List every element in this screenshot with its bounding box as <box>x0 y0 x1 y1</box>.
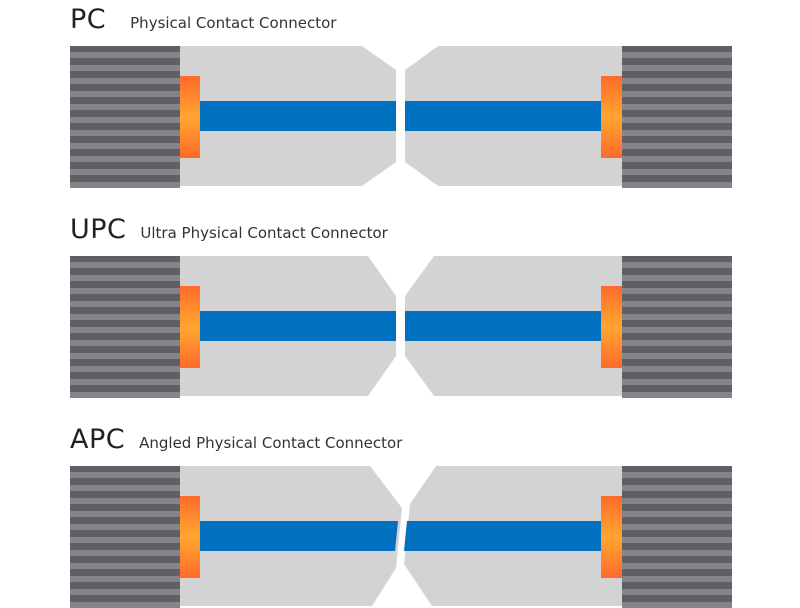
apc-name: Angled Physical Contact Connector <box>139 434 403 452</box>
stripe <box>70 563 180 569</box>
upc-right-endface <box>601 286 622 368</box>
stripe <box>622 340 732 346</box>
pc-name: Physical Contact Connector <box>130 14 337 32</box>
stripe <box>622 301 732 307</box>
stripe <box>70 262 180 268</box>
stripe <box>622 563 732 569</box>
stripe <box>70 524 180 530</box>
apc-left-boot <box>70 466 180 608</box>
apc-diagram <box>70 466 732 608</box>
stripe <box>70 117 180 123</box>
stripe <box>70 498 180 504</box>
stripe <box>70 353 180 359</box>
stripe <box>622 485 732 491</box>
stripe <box>70 327 180 333</box>
stripe <box>70 602 180 608</box>
upc-left-boot <box>70 256 180 398</box>
stripe <box>70 288 180 294</box>
upc-title: UPC Ultra Physical Contact Connector <box>70 214 388 245</box>
apc-left-fiber <box>200 521 398 551</box>
pc-abbr: PC <box>70 4 107 35</box>
pc-left-fiber <box>200 101 396 131</box>
stripe <box>70 314 180 320</box>
stripe <box>622 576 732 582</box>
stripe <box>70 78 180 84</box>
stripe <box>622 275 732 281</box>
stripe <box>70 366 180 372</box>
stripe <box>622 472 732 478</box>
stripe <box>70 143 180 149</box>
pc-left-endface <box>180 76 200 158</box>
stripe <box>70 589 180 595</box>
pc-right-endface <box>601 76 622 158</box>
stripe <box>70 130 180 136</box>
stripe <box>622 182 732 188</box>
apc-left-endface <box>180 496 200 578</box>
apc-right-fiber <box>404 521 601 551</box>
stripe <box>622 117 732 123</box>
stripe <box>70 392 180 398</box>
stripe <box>622 91 732 97</box>
stripe <box>622 524 732 530</box>
apc-right-endface <box>601 496 622 578</box>
stripe <box>70 65 180 71</box>
stripe <box>70 379 180 385</box>
stripe <box>622 327 732 333</box>
stripe <box>622 379 732 385</box>
stripe <box>622 602 732 608</box>
stripe <box>622 550 732 556</box>
stripe <box>622 169 732 175</box>
upc-diagram <box>70 256 732 398</box>
stripe <box>622 130 732 136</box>
upc-right-boot <box>622 256 732 398</box>
upc-left-fiber <box>200 311 396 341</box>
upc-right-fiber <box>405 311 601 341</box>
stripe <box>70 52 180 58</box>
stripe <box>70 104 180 110</box>
stripe <box>622 353 732 359</box>
stripe <box>622 314 732 320</box>
upc-left-endface <box>180 286 200 368</box>
stripe <box>622 143 732 149</box>
stripe <box>70 550 180 556</box>
stripe <box>622 366 732 372</box>
stripe <box>622 78 732 84</box>
stripe <box>70 156 180 162</box>
stripe <box>622 104 732 110</box>
stripe <box>70 275 180 281</box>
stripe <box>622 262 732 268</box>
upc-name: Ultra Physical Contact Connector <box>140 224 388 242</box>
stripe <box>70 537 180 543</box>
stripe <box>622 65 732 71</box>
stripe <box>70 511 180 517</box>
stripe <box>70 472 180 478</box>
stripe <box>622 392 732 398</box>
stripe <box>622 589 732 595</box>
pc-title: PC Physical Contact Connector <box>70 4 336 35</box>
pc-right-boot <box>622 46 732 188</box>
stripe <box>622 498 732 504</box>
pc-diagram <box>70 46 732 188</box>
pc-right-fiber <box>405 101 601 131</box>
pc-left-boot <box>70 46 180 188</box>
apc-right-boot <box>622 466 732 608</box>
stripe <box>622 288 732 294</box>
stripe <box>70 182 180 188</box>
stripe <box>70 340 180 346</box>
apc-title: APC Angled Physical Contact Connector <box>70 424 402 455</box>
stripe <box>70 301 180 307</box>
stripe <box>70 169 180 175</box>
stripe <box>622 52 732 58</box>
upc-abbr: UPC <box>70 214 127 245</box>
stripe <box>622 537 732 543</box>
stripe <box>70 91 180 97</box>
stripe <box>622 156 732 162</box>
apc-abbr: APC <box>70 424 126 455</box>
stripe <box>70 485 180 491</box>
stripe <box>622 511 732 517</box>
stripe <box>70 576 180 582</box>
